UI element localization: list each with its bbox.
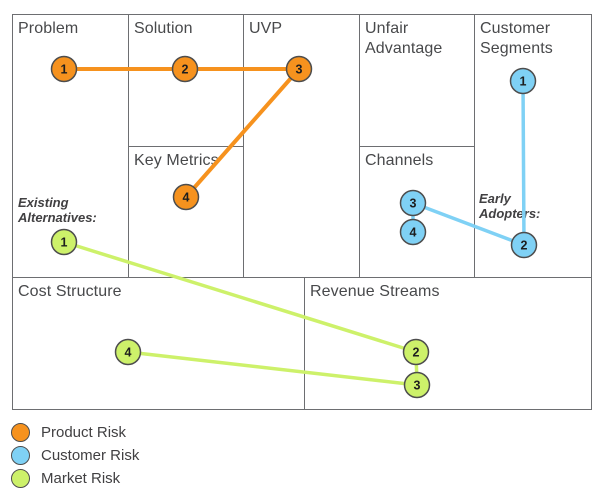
customer-risk-swatch-icon (11, 446, 30, 465)
existing-alternatives-label: Existing Alternatives: (18, 195, 97, 226)
customer-segments-label: Customer Segments (480, 20, 553, 57)
cost-structure-box: Cost Structure (12, 277, 305, 410)
problem-box: Problem Existing Alternatives: (12, 14, 129, 278)
unfair-advantage-box: Unfair Advantage (359, 14, 475, 147)
legend-label: Customer Risk (41, 447, 140, 464)
early-adopters-label: Early Adopters: (479, 191, 541, 222)
legend-item-customer-risk: Customer Risk (11, 446, 139, 465)
revenue-streams-label: Revenue Streams (310, 283, 440, 300)
market-risk-swatch-icon (11, 469, 30, 488)
solution-label: Solution (134, 20, 193, 37)
channels-box: Channels (359, 146, 475, 278)
problem-label: Problem (18, 20, 79, 37)
legend-item-market-risk: Market Risk (11, 469, 139, 488)
uvp-box: UVP (243, 14, 360, 278)
solution-box: Solution (128, 14, 244, 147)
revenue-streams-box: Revenue Streams (304, 277, 592, 410)
cost-structure-label: Cost Structure (18, 283, 122, 300)
product-risk-swatch-icon (11, 423, 30, 442)
uvp-label: UVP (249, 20, 283, 37)
risk-legend: Product Risk Customer Risk Market Risk (11, 423, 139, 488)
legend-item-product-risk: Product Risk (11, 423, 139, 442)
customer-segments-box: Customer Segments Early Adopters: (474, 14, 592, 278)
unfair-advantage-label: Unfair Advantage (365, 20, 443, 57)
key-metrics-box: Key Metrics (128, 146, 244, 278)
key-metrics-label: Key Metrics (134, 152, 219, 169)
legend-label: Product Risk (41, 424, 127, 441)
legend-label: Market Risk (41, 470, 121, 487)
channels-label: Channels (365, 152, 434, 169)
